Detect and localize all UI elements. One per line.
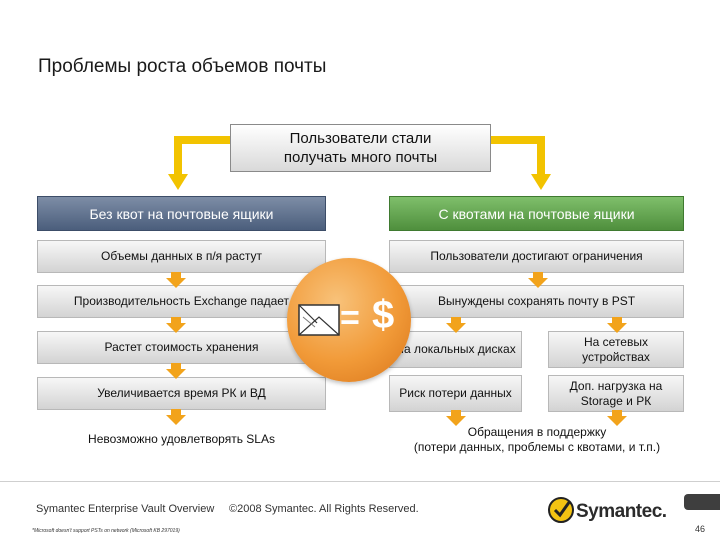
right-bracket-arrow-icon — [491, 136, 545, 176]
header-with-quotas: С квотами на почтовые ящики — [389, 196, 684, 231]
corner-tab — [684, 494, 720, 510]
down-arrow-icon — [166, 272, 186, 288]
right-item-1: Пользователи достигают ограничения — [389, 240, 684, 273]
footnote: *Microsoft doesn't support PSTs on netwo… — [32, 528, 180, 534]
callout-line-2: получать много почты — [283, 149, 438, 166]
left-item-2: Производительность Exchange падает — [37, 285, 326, 318]
slide-title: Проблемы роста объемов почты — [38, 56, 327, 77]
left-item-3: Растет стоимость хранения — [37, 331, 326, 364]
down-arrow-icon — [607, 317, 627, 333]
footer-copyright: ©2008 Symantec. All Rights Reserved. — [229, 503, 419, 515]
left-item-5: Невозможно удовлетворять SLAs — [88, 432, 275, 446]
left-bracket-arrow-icon — [174, 136, 230, 176]
check-icon — [553, 500, 572, 518]
right-grid-network-devices: На сетевых устройствах — [548, 331, 684, 368]
left-item-4: Увеличивается время РК и ВД — [37, 377, 326, 410]
down-arrow-icon — [528, 272, 548, 288]
header-no-quotas: Без квот на почтовые ящики — [37, 196, 326, 231]
down-arrow-icon — [446, 317, 466, 333]
callout-line-1: Пользователи стали — [289, 130, 432, 147]
bracket-arrows — [168, 136, 551, 190]
support-calls-text: Обращения в поддержку (потери данных, пр… — [372, 425, 702, 455]
right-item-2: Вынуждены сохранять почту в PST — [389, 285, 684, 318]
symantec-logo-icon — [548, 497, 574, 523]
right-grid-data-loss-risk: Риск потери данных — [389, 375, 522, 412]
equals-sign: = — [340, 299, 360, 337]
support-calls-line-1: Обращения в поддержку — [467, 425, 607, 439]
right-grid-storage-load: Доп. нагрузка на Storage и РК — [548, 375, 684, 412]
down-arrow-icon — [607, 410, 627, 426]
down-arrow-icon — [166, 409, 186, 425]
dollar-icon: $ — [372, 293, 395, 337]
support-calls-line-2: (потери данных, проблемы с квотами, и т.… — [413, 440, 661, 454]
page-number: 46 — [695, 524, 706, 534]
down-arrow-icon — [166, 317, 186, 333]
callout-box: Пользователи стали получать много почты — [230, 124, 491, 172]
footer-product: Symantec Enterprise Vault Overview — [36, 503, 215, 515]
down-arrow-icon — [166, 363, 186, 379]
symantec-logo-text: Symantec. — [576, 501, 667, 522]
envelope-icon — [298, 304, 340, 336]
down-arrow-icon — [446, 410, 466, 426]
footer-divider — [0, 481, 720, 482]
left-item-1: Объемы данных в п/я растут — [37, 240, 326, 273]
right-grid-local-disks: На локальных дисках — [389, 331, 522, 368]
